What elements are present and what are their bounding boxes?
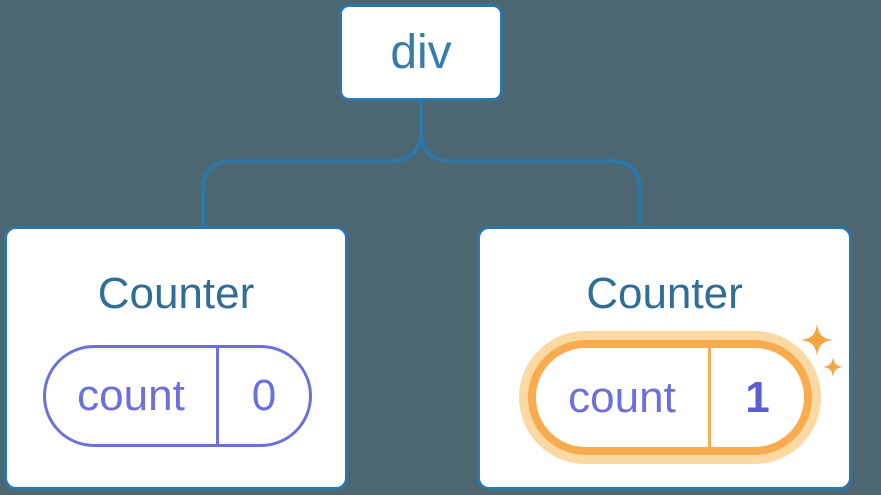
state-key-label: count <box>568 372 676 422</box>
root-div-node: div <box>339 4 503 101</box>
component-title: Counter <box>586 269 743 318</box>
connector-branch-left <box>201 130 423 228</box>
state-value: 1 <box>745 372 770 422</box>
state-value: 0 <box>251 371 277 420</box>
state-key-label: count <box>77 371 185 420</box>
sparkle-icon <box>801 324 843 377</box>
state-pill-highlighted: count 1 <box>528 340 812 455</box>
pill-divider <box>216 348 219 444</box>
sparkle-large <box>801 324 833 356</box>
root-node-label: div <box>390 26 452 79</box>
component-title: Counter <box>97 269 255 318</box>
connector-branch-right <box>419 130 642 228</box>
counter-node-left: Counter count 0 <box>4 226 348 490</box>
pill-divider <box>708 348 711 447</box>
sparkle-small <box>823 357 843 377</box>
state-pill: count 0 <box>43 345 312 447</box>
counter-node-right: Counter count 1 <box>477 226 852 490</box>
